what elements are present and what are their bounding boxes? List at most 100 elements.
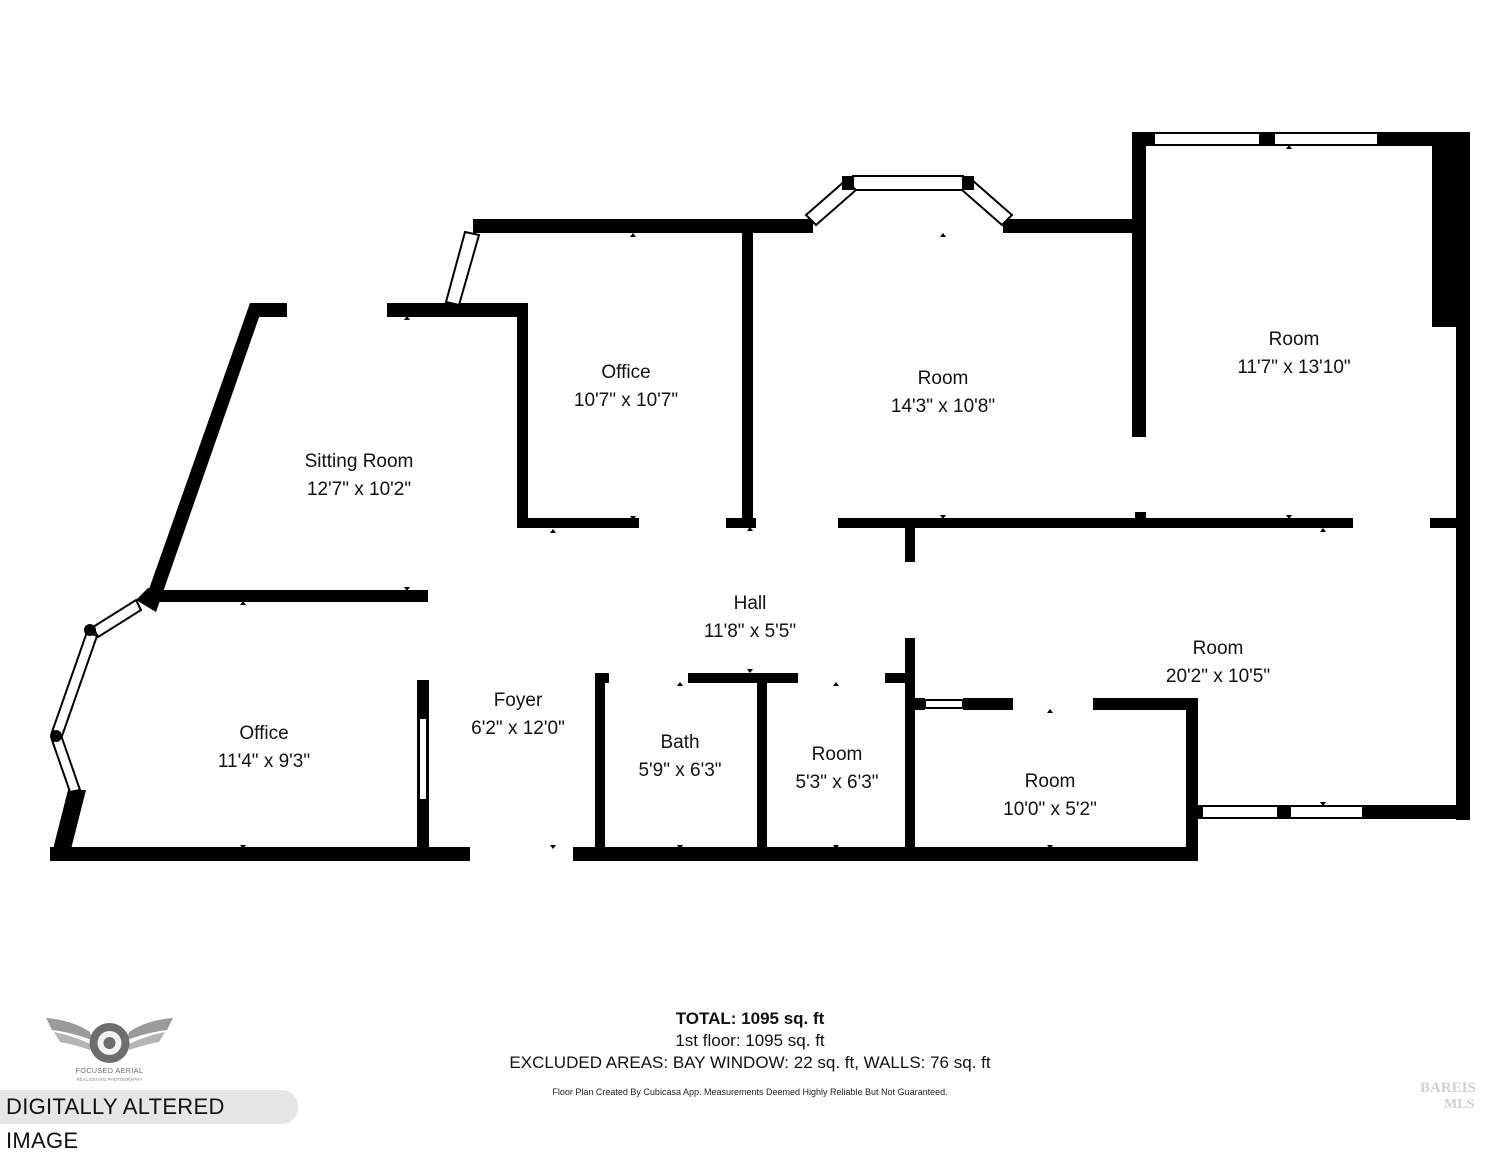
wall-bottom-a bbox=[50, 847, 470, 861]
first-floor-area: 1st floor: 1095 sq. ft bbox=[675, 1031, 825, 1050]
arrow bbox=[747, 669, 753, 673]
wall-sitting-top-a bbox=[250, 303, 287, 317]
disclaimer-footnote: Floor Plan Created By Cubicasa App. Meas… bbox=[552, 1087, 948, 1097]
room-dims: 10'0" x 5'2" bbox=[1003, 799, 1097, 820]
arrow bbox=[1320, 528, 1326, 532]
arrow bbox=[630, 516, 636, 520]
room-label-room-11x13: Room 11'7" x 13'10" bbox=[1184, 326, 1404, 382]
wall-bath-top-b bbox=[688, 673, 798, 683]
room-name: Foyer bbox=[493, 690, 543, 711]
window-office2-b bbox=[50, 630, 99, 738]
window-bay-left bbox=[804, 178, 858, 227]
window-bay-top bbox=[852, 175, 964, 191]
floor-plan bbox=[50, 132, 1470, 861]
wall-office2-corner bbox=[136, 588, 163, 612]
arrow bbox=[404, 587, 410, 591]
room-name: Bath bbox=[660, 732, 700, 753]
digitally-altered-badge: DIGITALLY ALTERED IMAGE bbox=[0, 1090, 298, 1153]
wall-office-right bbox=[742, 225, 753, 525]
arrow bbox=[747, 527, 753, 531]
arrow bbox=[1047, 845, 1053, 849]
wall-room5-top-b bbox=[963, 698, 1013, 710]
room-label-bath: Bath 5'9" x 6'3" bbox=[570, 729, 790, 785]
wall-room2-right bbox=[1132, 132, 1146, 437]
joint-c bbox=[84, 624, 96, 636]
room-dims: 12'7" x 10'2" bbox=[306, 479, 412, 500]
window-office-angled bbox=[444, 230, 481, 307]
arrow bbox=[550, 845, 556, 849]
window-room3-a bbox=[1153, 132, 1261, 146]
walls bbox=[50, 132, 1470, 861]
joint-a bbox=[842, 176, 854, 190]
excluded-areas: EXCLUDED AREAS: BAY WINDOW: 22 sq. ft, W… bbox=[509, 1053, 991, 1072]
arrow bbox=[1286, 145, 1292, 149]
room-label-hall: Hall 11'8" x 5'5" bbox=[640, 590, 860, 646]
wall-sitting-top-b bbox=[387, 303, 527, 317]
room-name: Sitting Room bbox=[304, 451, 414, 472]
room-dims: 11'7" x 13'10" bbox=[1237, 357, 1351, 378]
wall-room2-top-left bbox=[790, 219, 813, 233]
wall-office2-top bbox=[150, 590, 428, 602]
wall-bath-right bbox=[757, 673, 767, 853]
room-label-room-5x6: Room 5'3" x 6'3" bbox=[727, 741, 947, 797]
wall-bath-top-c bbox=[885, 673, 910, 683]
arrow bbox=[550, 529, 556, 533]
wall-big-bottom-b bbox=[1278, 805, 1290, 819]
wall-room3-top-b bbox=[1260, 132, 1274, 146]
wall-room3-right bbox=[1456, 132, 1470, 820]
mls-line1: BAREIS bbox=[1420, 1080, 1476, 1096]
wall-big-bottom-c bbox=[1363, 805, 1470, 819]
arrow bbox=[1047, 709, 1053, 713]
wall-bath-left bbox=[595, 673, 605, 853]
room-name: Room bbox=[811, 744, 863, 765]
wall-room5-top-a bbox=[905, 698, 925, 710]
wall-room2-top-right bbox=[1003, 219, 1138, 233]
room-dims: 11'4" x 9'3" bbox=[217, 751, 311, 772]
joint-b bbox=[962, 176, 974, 190]
logo-name: FOCUSED AERIAL bbox=[75, 1068, 144, 1075]
window-big-a bbox=[1201, 805, 1279, 819]
window-big-b bbox=[1289, 805, 1364, 819]
arrow bbox=[1286, 515, 1292, 519]
wall-mid-b bbox=[726, 518, 756, 528]
window-office2-right bbox=[418, 717, 428, 801]
joint-d bbox=[50, 730, 62, 742]
room-dims: 6'2" x 12'0" bbox=[471, 718, 565, 739]
wall-office-top bbox=[473, 219, 813, 233]
wall-room3-top-a bbox=[1132, 132, 1154, 146]
room-label-room-20x10: Room 20'2" x 10'5" bbox=[1108, 635, 1328, 691]
room-label-room-10x5: Room 10'0" x 5'2" bbox=[940, 768, 1160, 824]
room-dims: 5'9" x 6'3" bbox=[638, 760, 722, 781]
total-area: TOTAL: 1095 sq. ft bbox=[675, 1009, 825, 1028]
arrow bbox=[404, 316, 410, 320]
wall-mid-c bbox=[838, 518, 1353, 528]
arrow bbox=[677, 682, 683, 686]
arrow bbox=[240, 845, 246, 849]
arrow bbox=[940, 233, 946, 237]
window-room5 bbox=[924, 699, 964, 709]
wall-office2-bottom-left bbox=[50, 790, 86, 861]
corner-joints bbox=[50, 176, 974, 742]
wall-mid-d bbox=[1430, 518, 1470, 528]
room-name: Office bbox=[239, 723, 289, 744]
wall-bottom-b bbox=[573, 847, 1198, 861]
room-name: Room bbox=[1192, 638, 1244, 659]
room-dims: 11'8" x 5'5" bbox=[703, 621, 797, 642]
area-totals: TOTAL: 1095 sq. ft 1st floor: 1095 sq. f… bbox=[450, 1008, 1050, 1074]
dimension-arrows bbox=[240, 145, 1326, 849]
room-label-sitting-room: Sitting Room 12'7" x 10'2" bbox=[249, 448, 469, 504]
focused-aerial-logo-icon bbox=[46, 1018, 173, 1063]
window-office2-a bbox=[91, 598, 143, 639]
wall-hall-right-a bbox=[905, 525, 915, 562]
arrow bbox=[630, 233, 636, 237]
room-dims: 5'3" x 6'3" bbox=[795, 772, 879, 793]
bareis-mls-logo-icon: BAREIS MLS bbox=[1420, 1080, 1476, 1112]
window-office2-c bbox=[50, 736, 82, 794]
room-name: Hall bbox=[733, 593, 767, 614]
room-label-room-14x10: Room 14'3" x 10'8" bbox=[833, 365, 1053, 421]
logo-subtitle: REAL ESTATE PHOTOGRAPHY bbox=[76, 1077, 143, 1082]
room-dims: 14'3" x 10'8" bbox=[890, 396, 996, 417]
arrow bbox=[940, 515, 946, 519]
arrow bbox=[240, 601, 246, 605]
room-name: Room bbox=[1268, 329, 1320, 350]
